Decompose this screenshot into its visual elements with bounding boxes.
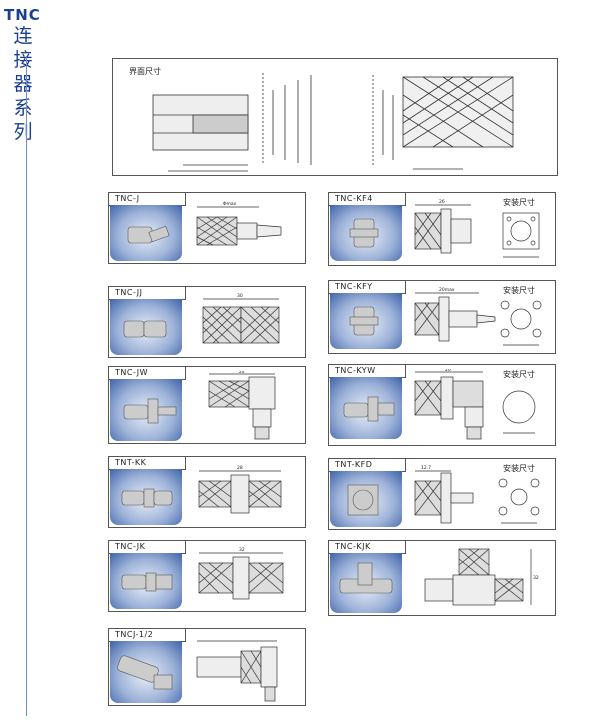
- series-title-zh-3: 器: [13, 73, 33, 95]
- mounting-drawing: [498, 478, 540, 524]
- product-photo: [110, 205, 182, 261]
- product-photo: [110, 379, 182, 441]
- series-title-zh-5: 列: [13, 121, 33, 143]
- product-drawing: 20max: [414, 287, 496, 342]
- dimension-label: 20max: [439, 287, 455, 293]
- product-drawing: 26: [414, 199, 472, 254]
- product-card-tnc-kjk: TNC-KJK 32: [328, 540, 556, 616]
- product-photo: [330, 553, 402, 613]
- product-label: TNC-KYW: [335, 366, 376, 375]
- product-card-tnc-kfy: TNC-KFY 20max 安装尺寸: [328, 280, 556, 354]
- product-photo: [110, 469, 182, 525]
- product-photo: [110, 641, 182, 703]
- product-drawing: 28: [198, 465, 282, 514]
- dimension-label: 32: [533, 575, 539, 581]
- product-label: TNC-KFY: [335, 282, 373, 291]
- product-label: TNCJ-1/2: [115, 630, 154, 639]
- product-card-tncj-1-2: TNCJ-1/2: [108, 628, 306, 706]
- product-label: TNC-JK: [115, 542, 146, 551]
- product-label: TNC-KF4: [335, 194, 373, 203]
- product-photo: [330, 205, 402, 261]
- product-label: TNC-JW: [115, 368, 149, 377]
- dimension-label: 30: [237, 293, 243, 299]
- series-title: TNC 连 接 器 系 列: [4, 6, 41, 144]
- product-drawing: 32: [424, 548, 539, 606]
- dimension-label: Φmax: [223, 201, 237, 207]
- series-title-zh-2: 接: [13, 49, 33, 71]
- product-photo: [110, 299, 182, 355]
- dimension-label: 32: [239, 547, 245, 553]
- product-photo: [330, 377, 402, 439]
- install-dimension-label: 安装尺寸: [503, 286, 535, 295]
- product-photo: [330, 293, 402, 349]
- product-drawing: [196, 640, 278, 702]
- mounting-drawing: [502, 212, 540, 258]
- product-card-tnc-j: TNC-J Φmax: [108, 192, 306, 264]
- install-dimension-label: 安装尺寸: [503, 198, 535, 207]
- dimension-label: 26: [439, 199, 445, 205]
- mounting-drawing: [502, 390, 536, 434]
- interface-panel: 界面尺寸: [112, 58, 558, 176]
- product-card-tnc-kf4: TNC-KF4 26 安装尺寸: [328, 192, 556, 266]
- install-dimension-label: 安装尺寸: [503, 370, 535, 379]
- series-title-en: TNC: [4, 6, 41, 24]
- product-drawing: 12.7: [414, 465, 474, 524]
- dimension-label: 28: [237, 465, 243, 471]
- series-title-zh-4: 系: [13, 97, 33, 119]
- product-drawing: 20: [414, 369, 484, 440]
- product-card-tnc-kyw: TNC-KYW 20 安装尺寸: [328, 364, 556, 446]
- product-photo: [110, 553, 182, 609]
- product-card-tnc-jj: TNC-JJ 30: [108, 286, 306, 358]
- product-card-tnt-kk: TNT-KK 28: [108, 456, 306, 528]
- mounting-drawing: [500, 300, 542, 346]
- dimension-label: 24: [239, 371, 245, 375]
- product-label: TNC-JJ: [115, 288, 143, 297]
- product-card-tnc-jw: TNC-JW 24: [108, 366, 306, 444]
- product-label: TNC-KJK: [335, 542, 371, 551]
- product-drawing: Φmax: [196, 201, 282, 246]
- product-drawing: 24: [208, 371, 276, 440]
- series-title-zh-1: 连: [13, 25, 33, 47]
- interface-drawing-jack: [372, 75, 514, 170]
- interface-drawing-plug: [152, 73, 312, 172]
- product-label: TNC-J: [115, 194, 140, 203]
- spine-divider: [26, 56, 27, 716]
- product-card-tnc-jk: TNC-JK 32: [108, 540, 306, 612]
- product-label: TNT-KFD: [335, 460, 373, 469]
- product-drawing: 30: [202, 293, 280, 344]
- dimension-label: 12.7: [421, 465, 431, 471]
- product-photo: [330, 471, 402, 527]
- product-drawing: 32: [198, 547, 284, 600]
- dimension-label: 20: [445, 369, 451, 373]
- install-dimension-label: 安装尺寸: [503, 464, 535, 473]
- interface-title: 界面尺寸: [129, 67, 161, 76]
- product-label: TNT-KK: [115, 458, 147, 467]
- product-card-tnt-kfd: TNT-KFD 12.7 安装尺寸: [328, 458, 556, 530]
